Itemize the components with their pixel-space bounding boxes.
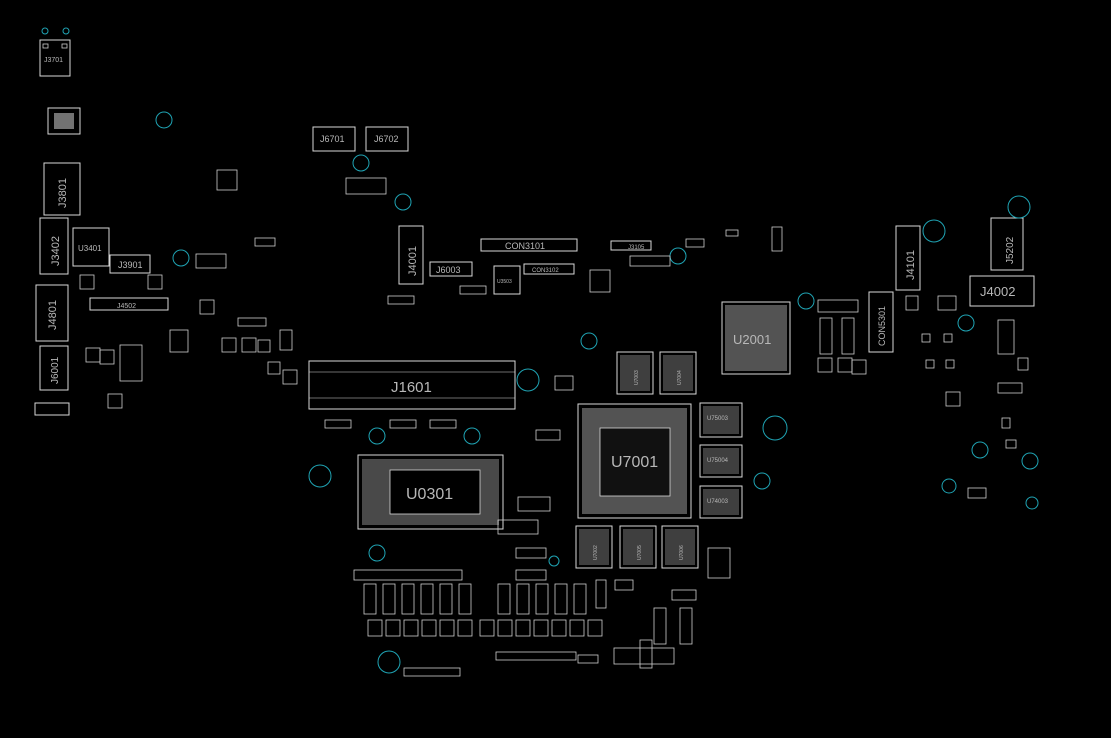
label-con3102: CON3102: [532, 268, 559, 274]
component-u7003[interactable]: U7003: [616, 351, 654, 395]
component-con3101[interactable]: CON3101: [480, 238, 578, 252]
component-j3901[interactable]: J3901: [109, 254, 151, 274]
label-j4001: J4001: [407, 246, 419, 276]
small-components-left: [79, 169, 298, 409]
component-u3301-area: [47, 107, 81, 135]
mount-hole: [368, 427, 386, 445]
mount-hole: [580, 332, 598, 350]
label-j4002: J4002: [980, 284, 1015, 299]
label-j4801: J4801: [47, 300, 59, 330]
mount-hole: [368, 544, 386, 562]
mount-hole: [62, 27, 70, 35]
component-u75003[interactable]: U75003: [699, 402, 743, 438]
component-u7005[interactable]: U7005: [619, 525, 657, 569]
mount-hole: [1025, 496, 1039, 510]
component-j4502[interactable]: J4502: [89, 297, 169, 311]
component-u3401[interactable]: U3401: [72, 227, 110, 267]
component-j4101[interactable]: J4101: [895, 225, 921, 291]
component-u7002[interactable]: U7002: [575, 525, 613, 569]
label-j6001: J6001: [50, 356, 61, 384]
component-j3402[interactable]: J3402: [39, 217, 69, 275]
component-u0301[interactable]: U0301: [357, 454, 504, 530]
label-j5202: J5202: [1005, 236, 1016, 264]
small-components-center: [324, 226, 783, 669]
component-u3503[interactable]: U3503: [493, 265, 521, 295]
label-j3105: J3105: [628, 245, 645, 251]
component-u7004[interactable]: U7004: [659, 351, 697, 395]
label-j3901: J3901: [118, 260, 143, 270]
component-con5301[interactable]: CON5301: [868, 291, 894, 353]
label-con3101: CON3101: [505, 241, 545, 251]
mount-hole: [155, 111, 173, 129]
mount-hole: [1007, 195, 1031, 219]
component-j5202[interactable]: J5202: [990, 217, 1024, 271]
label-j3801: J3801: [57, 178, 69, 208]
label-j6702: J6702: [374, 134, 399, 144]
bottom-switch-row: [353, 569, 675, 677]
mount-hole: [753, 472, 771, 490]
component-j4001[interactable]: J4001: [398, 225, 424, 285]
mount-hole: [957, 314, 975, 332]
mount-hole: [352, 154, 370, 172]
label-u7005: U7005: [637, 545, 643, 560]
label-u3401: U3401: [78, 244, 102, 253]
mount-hole: [463, 427, 481, 445]
mount-hole: [971, 441, 989, 459]
label-j6701: J6701: [320, 134, 345, 144]
mount-hole: [669, 247, 687, 265]
component-j3801[interactable]: J3801: [43, 162, 81, 216]
mount-hole: [377, 650, 401, 674]
mount-hole: [548, 555, 560, 567]
component-j6001[interactable]: J6001: [39, 345, 69, 391]
label-j4101: J4101: [905, 250, 917, 280]
label-j3701: J3701: [44, 57, 63, 64]
component-j4801[interactable]: J4801: [35, 284, 69, 342]
component-con3102[interactable]: CON3102: [523, 263, 575, 275]
label-u7003: U7003: [634, 370, 640, 385]
component-j3105[interactable]: J3105: [610, 240, 652, 251]
component-j6003[interactable]: J6003: [429, 261, 473, 277]
mount-hole: [762, 415, 788, 441]
label-u0301: U0301: [406, 486, 453, 503]
label-u7002: U7002: [593, 545, 599, 560]
component-j4002[interactable]: J4002: [969, 275, 1035, 307]
mount-hole: [516, 368, 540, 392]
mount-hole: [797, 292, 815, 310]
mount-hole: [941, 478, 957, 494]
small-components-right: [817, 295, 1029, 499]
label-u74003: U74003: [707, 499, 729, 505]
label-u7001: U7001: [611, 454, 658, 471]
label-u7004: U7004: [677, 370, 683, 385]
component-j6701[interactable]: J6701: [312, 126, 356, 152]
component-small: [345, 177, 387, 195]
component-j1601[interactable]: J1601: [308, 360, 516, 410]
label-j6003: J6003: [436, 265, 461, 275]
mount-hole: [308, 464, 332, 488]
mount-hole: [41, 27, 49, 35]
label-j4502: J4502: [117, 303, 136, 310]
label-u75004: U75004: [707, 458, 729, 464]
mount-hole: [172, 249, 190, 267]
component-u7006[interactable]: U7006: [661, 525, 699, 569]
label-con5301: CON5301: [877, 306, 887, 346]
label-j3402: J3402: [50, 236, 62, 266]
component-u2001[interactable]: U2001: [721, 301, 791, 375]
component-j3701[interactable]: J3701: [39, 39, 71, 77]
label-u2001: U2001: [733, 332, 771, 347]
component-u74003[interactable]: U74003: [699, 485, 743, 519]
label-u3503: U3503: [497, 279, 512, 285]
component-j6702[interactable]: J6702: [365, 126, 409, 152]
component-small: [34, 402, 70, 416]
label-u75003: U75003: [707, 416, 729, 422]
component-u75004[interactable]: U75004: [699, 444, 743, 478]
mount-hole: [394, 193, 412, 211]
label-u7006: U7006: [679, 545, 685, 560]
label-j1601: J1601: [391, 379, 432, 396]
component-u7001[interactable]: U7001: [577, 403, 692, 519]
mount-hole: [1021, 452, 1039, 470]
mount-hole: [922, 219, 946, 243]
